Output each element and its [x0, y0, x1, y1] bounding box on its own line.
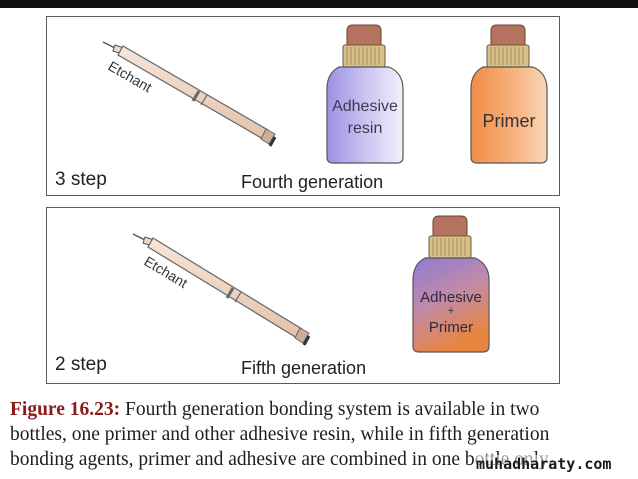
generation-label: Fourth generation [241, 172, 384, 192]
adhesive-primer-bottle-icon: Adhesive + Primer [412, 215, 490, 353]
etchant-syringe-icon: Etchant [102, 41, 277, 147]
step-label: 3 step [55, 169, 107, 190]
panel-3-step: Etchant Adhesive resin [46, 16, 560, 196]
primer-label: Primer [483, 111, 536, 131]
bottle-label-line-1: Adhesive [420, 289, 482, 306]
caption-line-1: Figure 16.23: Fourth generation bonding … [10, 397, 630, 422]
primer-bottle-icon: Primer [470, 24, 548, 164]
figure-label: Figure 16.23: [10, 399, 121, 420]
adhesive-resin-label-line-1: Adhesive [332, 98, 398, 115]
caption-line-3: bonding agents, primer and adhesive are … [10, 449, 553, 470]
caption-text-1: Fourth generation bonding system is avai… [120, 399, 540, 420]
figure-caption: Figure 16.23: Fourth generation bonding … [10, 397, 630, 472]
generation-label: Fifth generation [241, 358, 367, 378]
step-label: 2 step [55, 354, 107, 375]
caption-line-2: bottles, one primer and other adhesive r… [10, 424, 550, 445]
adhesive-resin-bottle-icon: Adhesive resin [326, 24, 404, 164]
top-strip [0, 0, 638, 8]
panel-2-step: Etchant Adhesive + Primer 2 step Fifth g… [46, 207, 560, 384]
bottle-label-line-3: Primer [429, 319, 473, 336]
watermark: muhadharaty.com [474, 455, 614, 473]
panel-2-step-illustration: Etchant Adhesive + Primer [132, 215, 490, 353]
panel-3-step-illustration: Etchant Adhesive resin [102, 24, 548, 164]
etchant-syringe-icon: Etchant [132, 233, 311, 346]
adhesive-resin-label-line-2: resin [348, 120, 383, 137]
bottle-label-line-2: + [448, 305, 454, 317]
